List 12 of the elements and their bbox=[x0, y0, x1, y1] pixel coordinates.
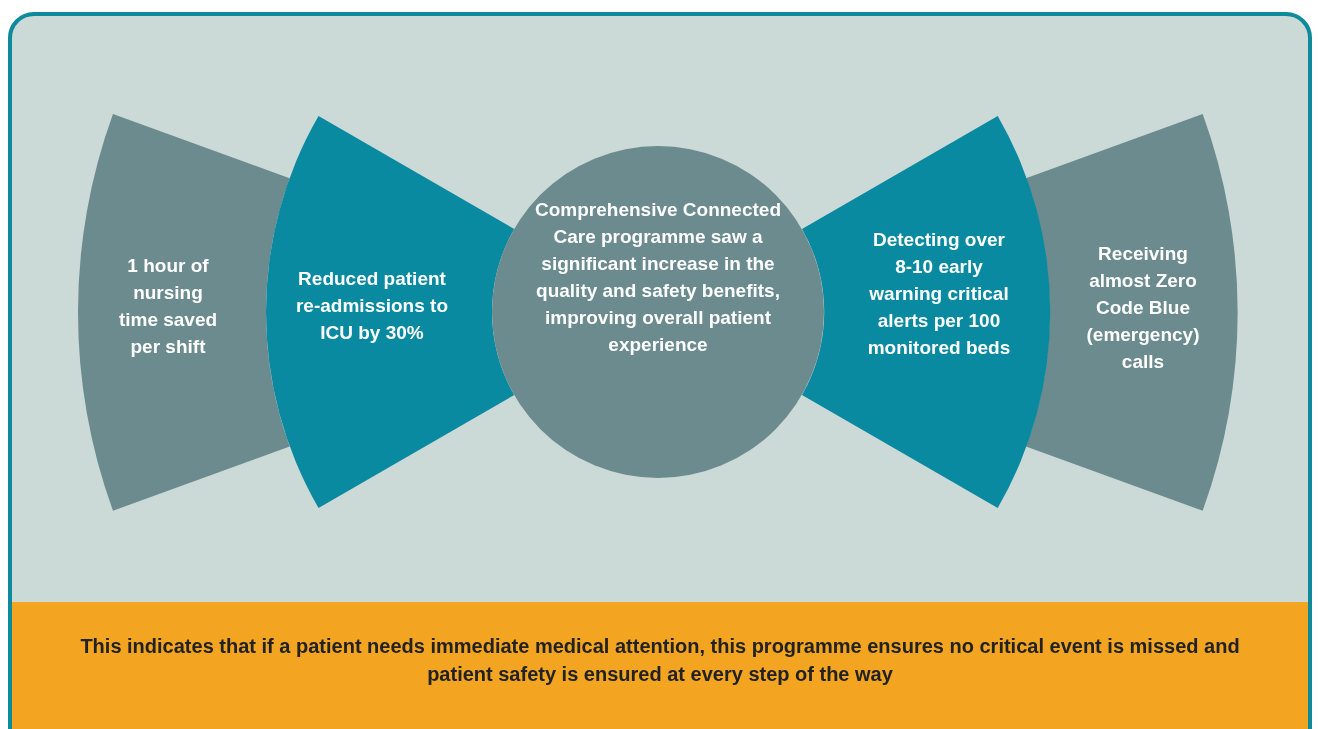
node-text: Comprehensive Connected Care programme saw a significant increase in the quality and safety benefits, improving overall patient experience bbox=[534, 198, 782, 357]
node-text: Reduced patient re-admissions to ICU by 30% bbox=[294, 267, 449, 345]
fan-segment bbox=[1026, 113, 1238, 511]
fan-segment bbox=[801, 116, 1050, 508]
node-text: Receiving almost Zero Code Blue (emergency) calls bbox=[1085, 242, 1201, 374]
summary-text: This indicates that if a patient needs immediate medical attention, this programme ensures no critical event is missed and patient safety is ensured at every step of the way bbox=[79, 634, 1241, 687]
node-text: 1 hour of nursing time saved per shift bbox=[117, 254, 219, 359]
node-text: Detecting over 8-10 early warning critical alerts per 100 monitored beds bbox=[866, 228, 1012, 360]
fan-segment bbox=[78, 113, 290, 511]
fan-segment bbox=[266, 116, 515, 508]
center-circle bbox=[492, 146, 824, 478]
summary-band bbox=[12, 602, 1308, 729]
